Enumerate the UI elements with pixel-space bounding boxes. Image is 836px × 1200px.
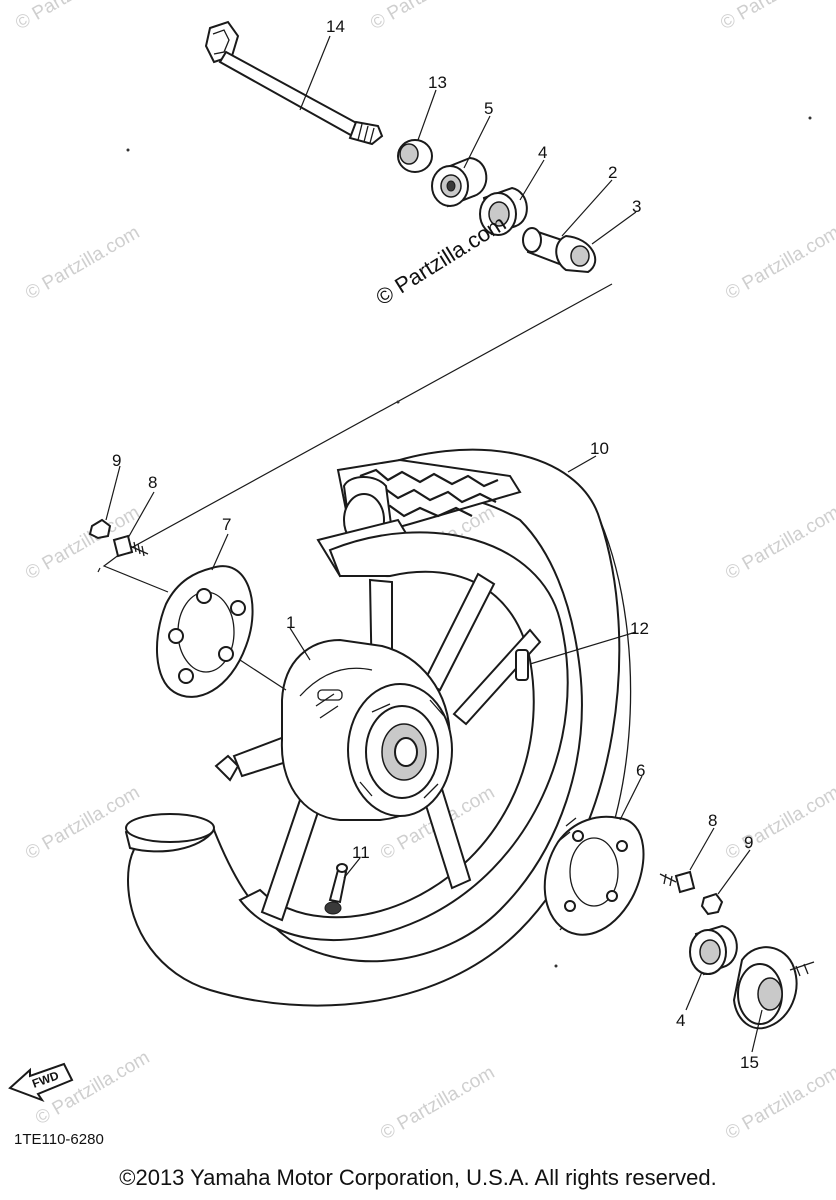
callout-labels: 14 13 5 4 2 3 10 9 8 7 1 12 11 6 8 9 4 1… xyxy=(112,17,759,1072)
watermark: © Partzilla.com xyxy=(367,0,488,34)
valve-part-11 xyxy=(324,863,348,915)
callout-1: 1 xyxy=(286,613,295,632)
callout-14: 14 xyxy=(326,17,345,36)
watermark: © Partzilla.com xyxy=(12,0,133,34)
callout-6: 6 xyxy=(636,761,645,780)
callout-3: 3 xyxy=(632,197,641,216)
diagram-code: 1TE110-6280 xyxy=(14,1131,104,1148)
watermark: © Partzilla.com xyxy=(722,222,836,304)
watermark: © Partzilla.com xyxy=(722,782,836,864)
callout-11: 11 xyxy=(352,843,370,862)
watermark: © Partzilla.com xyxy=(377,1062,498,1144)
hub xyxy=(280,638,453,821)
copyright-notice: ©2013 Yamaha Motor Corporation, U.S.A. A… xyxy=(119,1165,717,1190)
screw-part-8-left xyxy=(112,534,149,558)
callout-13: 13 xyxy=(428,73,447,92)
plate-part-6 xyxy=(543,815,645,936)
callout-8-right: 8 xyxy=(708,811,717,830)
screw-part-8-right xyxy=(659,870,696,894)
watermark: © Partzilla.com xyxy=(717,0,836,34)
callout-2: 2 xyxy=(608,163,617,182)
callout-12: 12 xyxy=(630,619,649,638)
callout-10: 10 xyxy=(590,439,609,458)
callout-15: 15 xyxy=(740,1053,759,1072)
nut-part-9-left xyxy=(88,518,112,540)
bearing-part-4-upper xyxy=(479,186,528,236)
watermark-main: © Partzilla.com xyxy=(371,210,510,310)
plate-part-7 xyxy=(156,565,254,698)
callout-8-left: 8 xyxy=(148,473,157,492)
leader-lines xyxy=(105,35,763,1053)
watermark: © Partzilla.com xyxy=(722,1062,836,1144)
watermark: © Partzilla.com xyxy=(22,222,143,304)
callout-4-upper: 4 xyxy=(538,143,547,162)
nut-part-9-right xyxy=(700,892,724,916)
fwd-arrow: FWD xyxy=(8,1062,74,1103)
bearing-part-4-lower xyxy=(689,924,738,976)
callout-9-right: 9 xyxy=(744,833,753,852)
callout-7: 7 xyxy=(222,515,231,534)
axle-part-14 xyxy=(204,20,384,146)
bearing-part-5 xyxy=(431,156,488,208)
collar-part-13 xyxy=(397,139,433,173)
callout-4-lower: 4 xyxy=(676,1011,685,1030)
watermark: © Partzilla.com xyxy=(22,782,143,864)
spacer-part-2 xyxy=(522,227,597,274)
meter-gear-part-15 xyxy=(732,946,815,1030)
assembly-line-tick xyxy=(97,567,101,573)
assembly-line xyxy=(102,283,613,593)
callout-9-left: 9 xyxy=(112,451,121,470)
tire-part-10 xyxy=(124,448,632,1007)
watermark: © Partzilla.com xyxy=(722,502,836,584)
callout-5: 5 xyxy=(484,99,493,118)
